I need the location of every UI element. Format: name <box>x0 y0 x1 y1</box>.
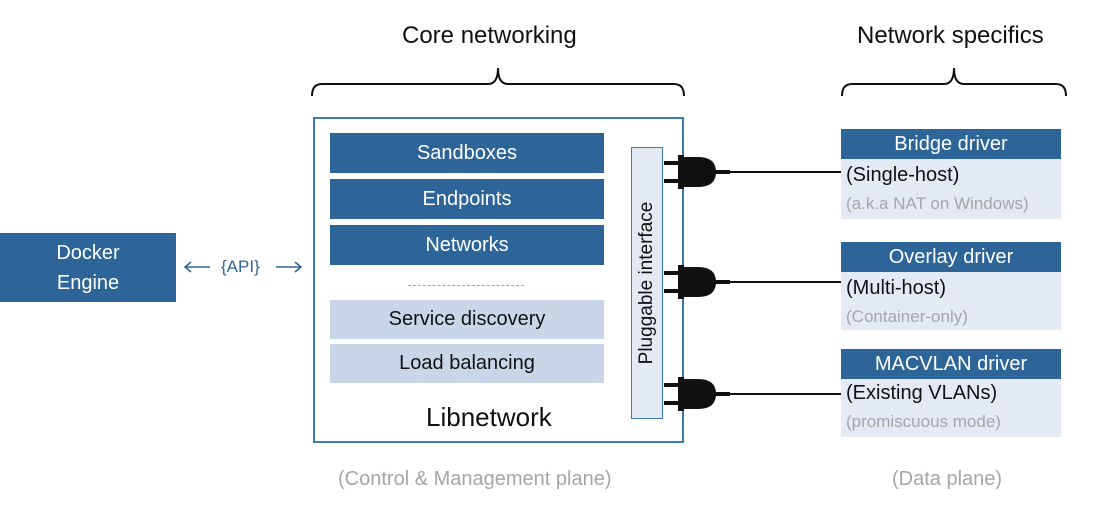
wire-bridge <box>728 171 842 173</box>
networks-box: Networks <box>330 225 604 265</box>
docker-engine-label-line2: Engine <box>56 271 120 294</box>
api-label: {API} <box>221 257 260 276</box>
endpoints-box: Endpoints <box>330 179 604 219</box>
macvlan-driver-title: MACVLAN driver <box>841 349 1061 379</box>
libnetwork-label: Libnetwork <box>426 402 552 432</box>
data-plane-caption: (Data plane) <box>892 468 1003 490</box>
docker-engine-box: Docker Engine <box>0 233 176 302</box>
bridge-driver-note: (a.k.a NAT on Windows) <box>846 194 1029 213</box>
sandboxes-box: Sandboxes <box>330 133 604 173</box>
bridge-driver-title: Bridge driver <box>841 129 1061 159</box>
wire-macvlan <box>728 393 842 395</box>
core-networking-brace <box>311 67 685 97</box>
plug-icon-bridge <box>664 155 730 189</box>
separator-dashed <box>408 285 524 286</box>
network-specifics-brace <box>841 67 1067 97</box>
pluggable-interface-text: Pluggable interface <box>636 201 657 365</box>
plug-icon-macvlan <box>664 377 730 411</box>
api-left-arrow <box>183 261 210 273</box>
bridge-driver-subtitle: (Single-host) <box>846 164 960 186</box>
overlay-driver-title: Overlay driver <box>841 242 1061 272</box>
core-networking-heading: Core networking <box>402 22 577 49</box>
overlay-driver-note: (Container-only) <box>846 307 968 326</box>
load-balancing-box: Load balancing <box>330 344 604 383</box>
macvlan-driver-note: (promiscuous mode) <box>846 412 1001 431</box>
macvlan-driver-subtitle: (Existing VLANs) <box>846 382 998 404</box>
wire-overlay <box>728 281 842 283</box>
network-specifics-heading: Network specifics <box>857 22 1044 49</box>
plug-icon-overlay <box>664 265 730 299</box>
pluggable-interface-strip <box>631 147 663 419</box>
service-discovery-box: Service discovery <box>330 300 604 339</box>
overlay-driver-subtitle: (Multi-host) <box>846 277 947 299</box>
docker-engine-label-line1: Docker <box>56 241 120 264</box>
control-plane-caption: (Control & Management plane) <box>338 468 612 490</box>
api-right-arrow <box>276 261 303 273</box>
